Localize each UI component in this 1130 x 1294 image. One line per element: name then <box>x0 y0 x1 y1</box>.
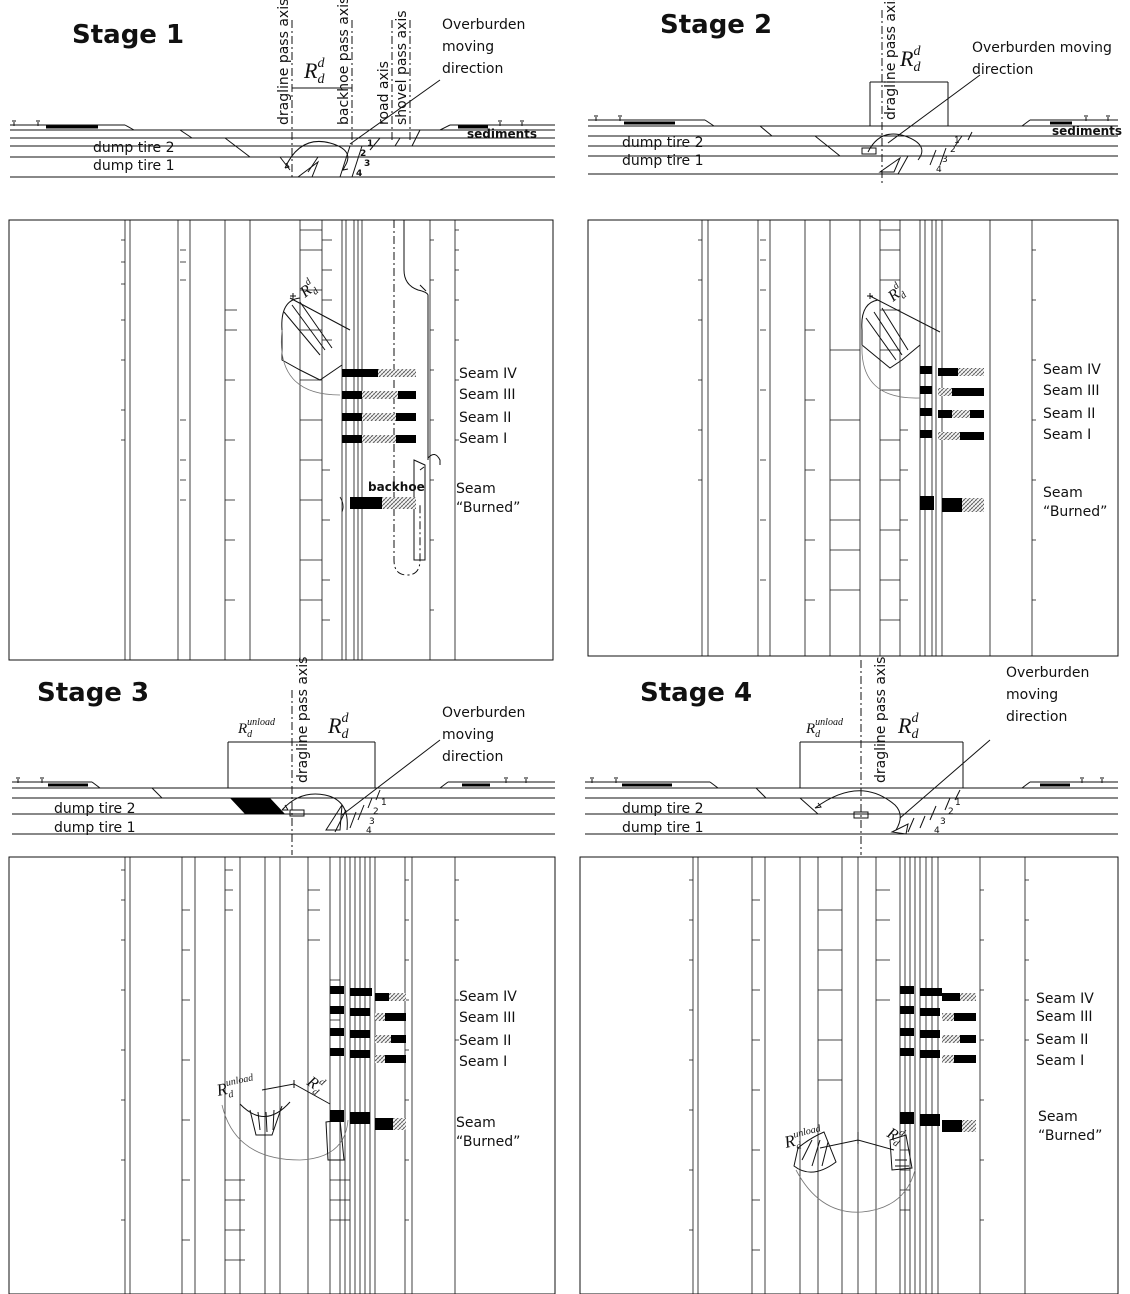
s3-seam-i: Seam I <box>459 1054 507 1070</box>
stage-2-plan-view: Rdd Seam IV Seam III Seam II Seam I Seam… <box>587 219 1119 657</box>
s1-dump-tire-2: dump tire 2 <box>93 140 175 156</box>
s1-bench-2: 2 <box>360 149 366 159</box>
s1-seam-iii: Seam III <box>459 387 516 403</box>
s4-bench-2: 2 <box>948 807 954 817</box>
s3-seam-burned-2: “Burned” <box>456 1134 520 1150</box>
s2-bench-3: 3 <box>942 155 948 165</box>
s1-dump-tire-1: dump tire 1 <box>93 158 175 174</box>
s4-direction-2: moving <box>1006 687 1058 703</box>
s1-bench-4: 4 <box>356 169 362 179</box>
s1-radius-label: Rdd <box>303 56 325 87</box>
stage-4: Stage 4 1 2 3 <box>579 657 1119 1294</box>
s4-dragline-axis-label: dragline pass axis <box>873 657 889 783</box>
s2-seam-iii: Seam III <box>1043 383 1100 399</box>
s4-dump-tire-2: dump tire 2 <box>622 801 704 817</box>
s2-dragline-axis-label: dragline pass axis <box>883 0 899 120</box>
stage-2-title: Stage 2 <box>660 10 772 40</box>
s2-direction-2: direction <box>972 62 1033 78</box>
s3-dump-tire-2: dump tire 2 <box>54 801 136 817</box>
s1-seam-i: Seam I <box>459 431 507 447</box>
s1-seam-burned-1: Seam <box>456 481 496 497</box>
s4-direction-1: Overburden <box>1006 665 1089 681</box>
s3-direction-2: moving <box>442 727 494 743</box>
s4-seam-iii: Seam III <box>1036 1009 1093 1025</box>
s3-dump-tire-1: dump tire 1 <box>54 820 136 836</box>
stage-1-plan-view: Rdd backhoe Seam IV Seam III Seam II Sea… <box>8 219 554 661</box>
stage-2: Stage 2 1 2 3 <box>587 0 1122 657</box>
s4-seam-i: Seam I <box>1036 1053 1084 1069</box>
s3-seam-ii: Seam II <box>459 1033 511 1049</box>
s4-dump-tire-1: dump tire 1 <box>622 820 704 836</box>
s1-backhoe-axis-label: backhoe pass axis <box>336 0 352 125</box>
s3-plan-radius-label: Rdd <box>301 1070 328 1098</box>
s3-direction-3: direction <box>442 749 503 765</box>
s3-plan-radius-unload-label: Rdunload <box>214 1072 258 1103</box>
stage-2-cross-section: 1 2 3 4 dump tire 2 dump tire 1 sediment… <box>588 0 1122 185</box>
s3-bench-2: 2 <box>373 807 379 817</box>
s1-seam-ii: Seam II <box>459 410 511 426</box>
stage-1-title: Stage 1 <box>72 20 184 50</box>
s2-seam-ii: Seam II <box>1043 406 1095 422</box>
s2-bench-2: 2 <box>950 145 956 155</box>
s4-radius-label: Rdd <box>897 711 919 742</box>
s2-seam-burned-1: Seam <box>1043 485 1083 501</box>
s1-sediments: sediments <box>467 127 537 141</box>
stage-4-cross-section: 1 2 3 4 dump tire 2 dump tire 1 dragline… <box>585 657 1118 855</box>
stage-3-title: Stage 3 <box>37 678 149 708</box>
s3-radius-label: Rdd <box>327 711 349 742</box>
s1-direction-3: direction <box>442 61 503 77</box>
s4-seam-burned-2: “Burned” <box>1038 1128 1102 1144</box>
s3-radius-unload-label: Rdunload <box>237 717 276 740</box>
s1-bench-1: 1 <box>367 139 373 149</box>
s1-road-axis-label: road axis <box>376 61 392 125</box>
s1-direction-1: Overburden <box>442 17 525 33</box>
s3-seam-iii: Seam III <box>459 1010 516 1026</box>
s1-bench-3: 3 <box>364 159 370 169</box>
s4-bench-1: 1 <box>955 798 961 808</box>
stage-4-title: Stage 4 <box>640 678 752 708</box>
s2-dump-tire-1: dump tire 1 <box>622 153 704 169</box>
s2-plan-radius-label: Rdd <box>882 280 909 308</box>
s1-seam-burned-2: “Burned” <box>456 500 520 516</box>
s3-direction-1: Overburden <box>442 705 525 721</box>
s2-sediments: sediments <box>1052 124 1122 138</box>
s4-seam-iv: Seam IV <box>1036 991 1094 1007</box>
s1-seam-iv: Seam IV <box>459 366 517 382</box>
s2-dump-tire-2: dump tire 2 <box>622 135 704 151</box>
s2-bench-4: 4 <box>936 165 942 175</box>
s3-seam-iv: Seam IV <box>459 989 517 1005</box>
stage-3: Stage 3 1 2 3 <box>8 657 556 1294</box>
s1-backhoe-label: backhoe <box>368 480 425 494</box>
s2-radius-label: Rdd <box>899 44 921 75</box>
s4-direction-3: direction <box>1006 709 1067 725</box>
stage-4-plan-view: Rdunload Rdd Seam IV Seam III Seam I <box>579 856 1119 1294</box>
stage-3-cross-section: 1 2 3 4 dump tire 2 dump tire 1 dragline… <box>12 657 555 855</box>
s4-bench-4: 4 <box>934 826 940 836</box>
s4-bench-3: 3 <box>940 817 946 827</box>
s3-bench-3: 3 <box>369 817 375 827</box>
stage-1-cross-section: 1 2 3 4 dump tire 2 dump tire 1 sediment… <box>10 0 555 179</box>
s4-seam-ii: Seam II <box>1036 1032 1088 1048</box>
s1-dragline-axis-label: dragline pass axis <box>276 0 292 125</box>
stage-1: Stage 1 <box>8 0 555 661</box>
s4-seam-burned-1: Seam <box>1038 1109 1078 1125</box>
s4-plan-radius-unload-label: Rdunload <box>781 1123 826 1155</box>
s3-dragline-axis-label: dragline pass axis <box>295 657 311 783</box>
stage-3-plan-view: Rdunload Rdd Seam IV Seam III Seam I <box>8 856 556 1294</box>
s2-seam-burned-2: “Burned” <box>1043 504 1107 520</box>
s2-seam-i: Seam I <box>1043 427 1091 443</box>
s2-seam-iv: Seam IV <box>1043 362 1101 378</box>
s3-seam-burned-1: Seam <box>456 1115 496 1131</box>
s3-bench-1: 1 <box>381 798 387 808</box>
s2-bench-1: 1 <box>954 136 960 146</box>
s1-direction-2: moving <box>442 39 494 55</box>
s3-bench-4: 4 <box>366 826 372 836</box>
s4-radius-unload-label: Rdunload <box>805 717 844 740</box>
s1-shovel-axis-label: shovel pass axis <box>394 10 410 125</box>
s2-direction-1: Overburden moving <box>972 40 1112 56</box>
